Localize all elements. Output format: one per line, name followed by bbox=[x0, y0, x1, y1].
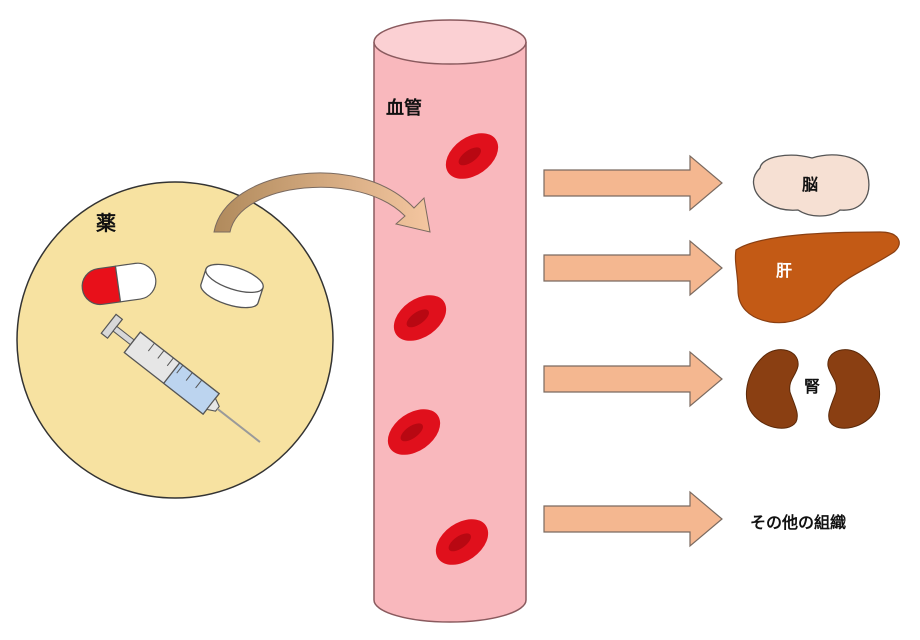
brain-icon: 脳 bbox=[752, 154, 870, 217]
red-blood-cell-icon bbox=[435, 519, 489, 565]
red-blood-cell-icon bbox=[393, 295, 447, 341]
blood-vessel-label: 血管 bbox=[386, 97, 422, 119]
drug-panel: 薬 bbox=[16, 181, 334, 499]
blood-vessel: 血管 bbox=[373, 19, 527, 623]
red-blood-cell-icon bbox=[387, 409, 441, 455]
drug-entry-arrow bbox=[213, 172, 431, 233]
arrow-to-kidney bbox=[543, 350, 723, 408]
kidney-label: 腎 bbox=[804, 377, 820, 396]
drug-label: 薬 bbox=[96, 211, 116, 235]
drug-circle bbox=[16, 181, 334, 499]
arrow-to-liver bbox=[543, 239, 723, 297]
brain-label: 脳 bbox=[802, 175, 818, 194]
capsule-icon bbox=[81, 262, 157, 306]
liver-label: 肝 bbox=[776, 261, 792, 280]
liver-icon: 肝 bbox=[734, 231, 900, 324]
tablet-icon bbox=[200, 263, 264, 309]
kidney-icon: 腎 bbox=[746, 349, 880, 429]
arrow-to-brain bbox=[543, 154, 723, 212]
syringe-icon bbox=[100, 313, 261, 443]
arrow-to-other-tissues bbox=[543, 490, 723, 548]
other-tissues-label: その他の組織 bbox=[750, 513, 846, 532]
red-blood-cell-icon bbox=[445, 133, 499, 179]
